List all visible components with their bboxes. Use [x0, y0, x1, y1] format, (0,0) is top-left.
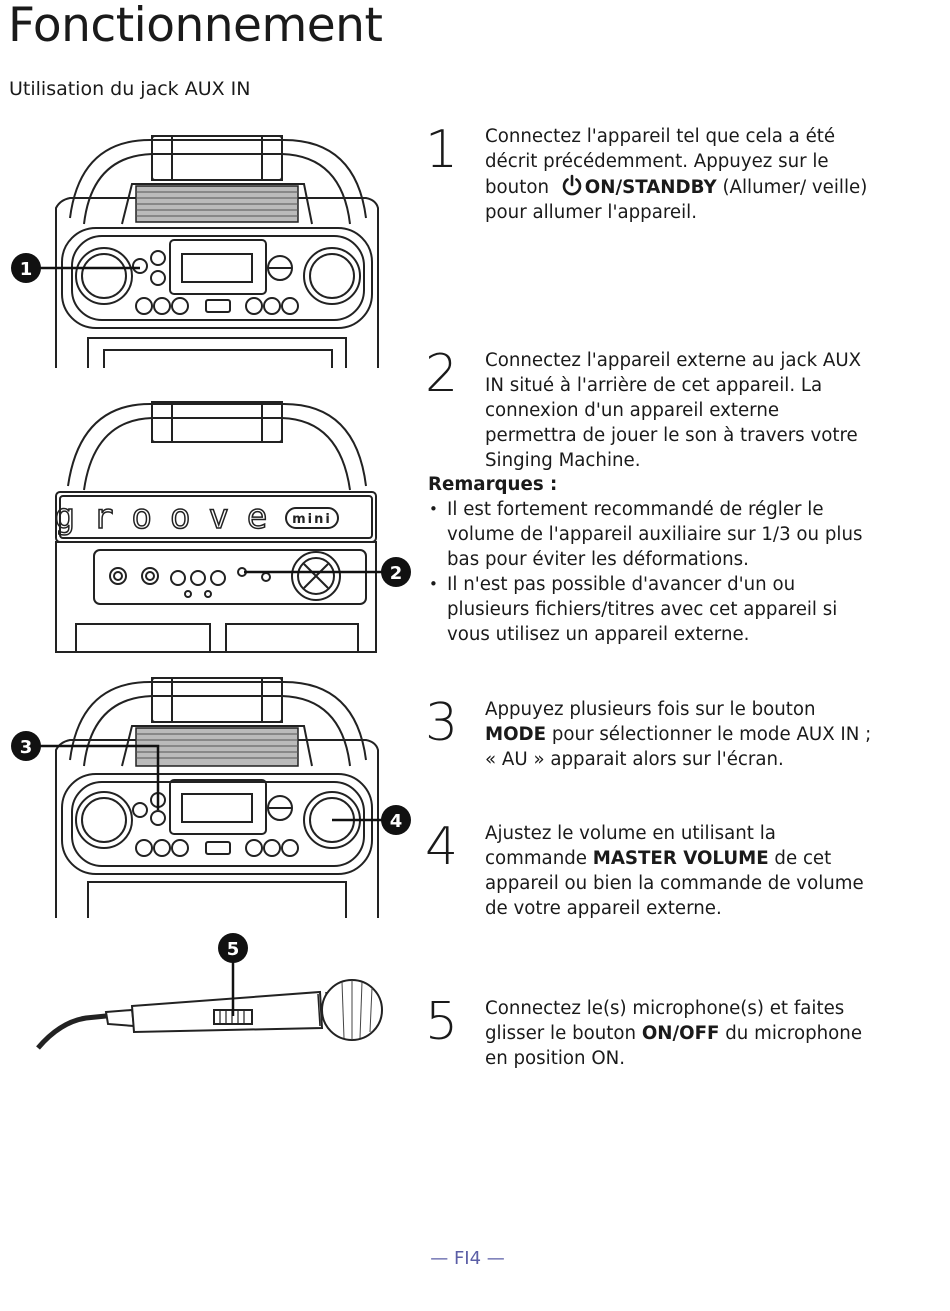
step-3-text-b: MODE [485, 724, 547, 745]
step-4-number: 4 [425, 817, 459, 877]
step-5-text-b: ON/OFF [641, 1023, 720, 1044]
remarks-list: Il est fortement recommandé de régler le… [428, 497, 868, 647]
step-4-text-a: Ajustez le volume en utilisant la comman… [485, 823, 776, 869]
brand-logo: groove [55, 497, 286, 537]
brand-badge: mini [292, 512, 332, 527]
step-3-text: Appuyez plusieurs fois sur le bouton MOD… [485, 697, 875, 772]
remarks-title: Remarques : [428, 474, 558, 495]
step-5-text-c: du microphone en position ON. [485, 1023, 863, 1069]
callout-2: 2 [390, 563, 403, 584]
step-2-text: Connectez l'appareil externe au jack AUX… [485, 350, 862, 471]
step-1-text-a: Connectez l'appareil tel que cela a été … [485, 126, 836, 198]
step-4-text-b: MASTER VOLUME [592, 848, 769, 869]
power-icon [562, 174, 582, 196]
step-5-number: 5 [425, 992, 459, 1052]
step-2-number: 2 [425, 344, 459, 404]
callout-4: 4 [390, 811, 403, 832]
callout-1: 1 [20, 259, 33, 280]
remark-item: Il est fortement recommandé de régler le… [428, 497, 868, 572]
step-1-text-c: (Allumer/ veille) pour allumer l'apparei… [485, 177, 868, 223]
page-title: Fonctionnement [8, 0, 383, 53]
speaker-front-mode-illustration: 3 4 [11, 677, 411, 918]
step-4-text-c: de cet appareil ou bien la commande de v… [485, 848, 864, 919]
speaker-front-illustration: 1 [11, 135, 379, 368]
speaker-rear-illustration: groove mini 2 [54, 401, 411, 653]
step-1-text-b: ON/STANDBY [584, 177, 717, 198]
callout-3: 3 [20, 737, 33, 758]
step-3-number: 3 [425, 693, 459, 753]
callout-5: 5 [227, 939, 240, 960]
step-5-text: Connectez le(s) microphone(s) et faites … [485, 996, 875, 1071]
step-4-text: Ajustez le volume en utilisant la comman… [485, 821, 875, 921]
step-5-text-a: Connectez le(s) microphone(s) et faites … [485, 998, 845, 1044]
step-3-text-a: Appuyez plusieurs fois sur le bouton [485, 699, 816, 720]
step-3-text-c: pour sélectionner le mode AUX IN ; « AU … [485, 724, 872, 770]
page-footer: — FI4 — [430, 1248, 505, 1269]
step-1-number: 1 [425, 120, 459, 180]
microphone-illustration: 5 [36, 933, 383, 1050]
step-1-text: Connectez l'appareil tel que cela a été … [485, 124, 875, 225]
remark-item: Il n'est pas possible d'avancer d'un ou … [428, 572, 868, 647]
section-subtitle: Utilisation du jack AUX IN [9, 78, 251, 100]
